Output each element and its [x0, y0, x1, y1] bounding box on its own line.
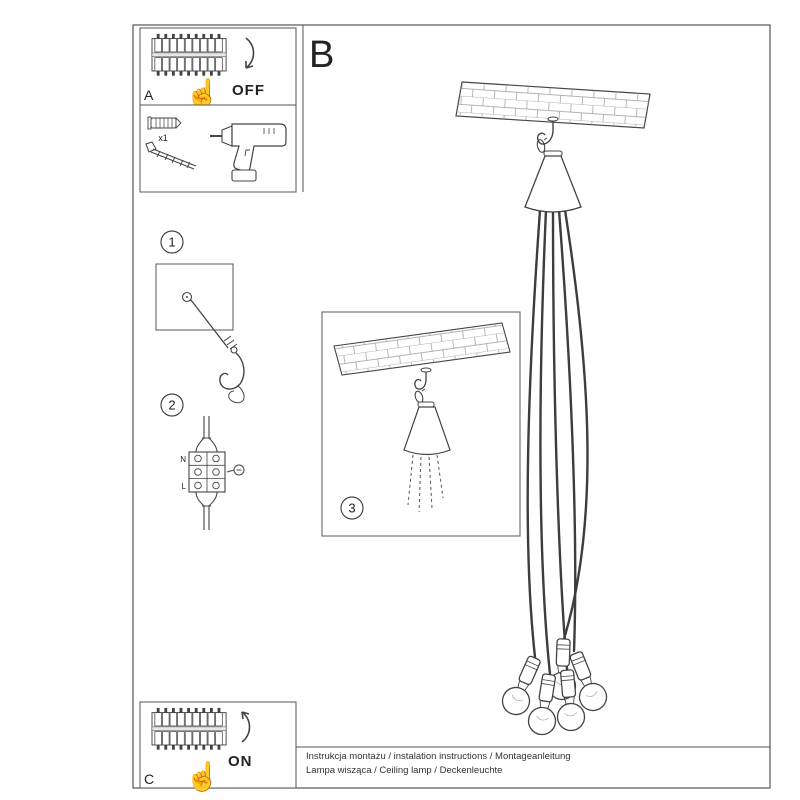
cable-dashed-lines — [407, 454, 444, 513]
wall-anchor-icon — [147, 116, 182, 130]
ceiling-plate-detail — [333, 322, 511, 376]
ceiling-hook-icon — [219, 335, 245, 404]
step-1: 1 — [155, 230, 245, 404]
screw-icon — [145, 141, 197, 170]
breaker-strip — [152, 34, 226, 76]
ceiling-detail-box — [155, 263, 234, 331]
step-2: 2 N L — [160, 393, 245, 530]
step-3-badge — [340, 496, 364, 520]
wire-n-label: N — [180, 455, 186, 464]
step-2-number: 2 — [168, 398, 175, 413]
screwdriver-icon — [226, 464, 245, 476]
panel-a-letter: A — [144, 87, 154, 103]
step-1-badge — [160, 230, 184, 254]
pendant-cables — [526, 208, 589, 676]
step-2-badge — [160, 393, 184, 417]
panel-c: ON ☝ C — [139, 701, 297, 793]
wire-l-label: L — [182, 482, 187, 491]
step-1-number: 1 — [168, 235, 175, 250]
tools-panel: x1 — [139, 104, 297, 193]
step-3-number: 3 — [348, 501, 355, 516]
page-border — [132, 24, 771, 789]
drill-icon — [210, 123, 287, 182]
hand-icon: ☝ — [185, 76, 220, 110]
hand-icon: ☝ — [185, 759, 220, 793]
panel-a: OFF ☝ A — [139, 27, 297, 110]
carabiner-icon — [536, 139, 546, 153]
off-label: OFF — [232, 82, 265, 99]
panel-c-letter: C — [144, 771, 154, 787]
footer-line-2: Lampa wisząca / Ceiling lamp / Deckenleu… — [306, 765, 502, 776]
step-3: 3 — [321, 311, 521, 537]
on-label: ON — [228, 753, 253, 770]
drill-hole-center — [186, 296, 188, 298]
breaker-strip — [152, 708, 226, 750]
wiring-diagram: N L — [180, 416, 245, 530]
section-b: B — [309, 34, 651, 738]
footer: Instrukcja montażu / instalation instruc… — [306, 751, 571, 776]
canopy — [524, 150, 582, 213]
section-b-letter: B — [309, 34, 334, 76]
canopy-detail — [403, 401, 451, 456]
ceiling-plate — [455, 81, 651, 129]
anchor-qty: x1 — [158, 133, 168, 143]
flip-down-arrow — [245, 37, 255, 69]
footer-line-1: Instrukcja montażu / instalation instruc… — [306, 751, 571, 762]
flip-up-arrow — [241, 711, 251, 743]
bulb-cluster — [497, 637, 612, 738]
hook-rod — [190, 299, 229, 349]
